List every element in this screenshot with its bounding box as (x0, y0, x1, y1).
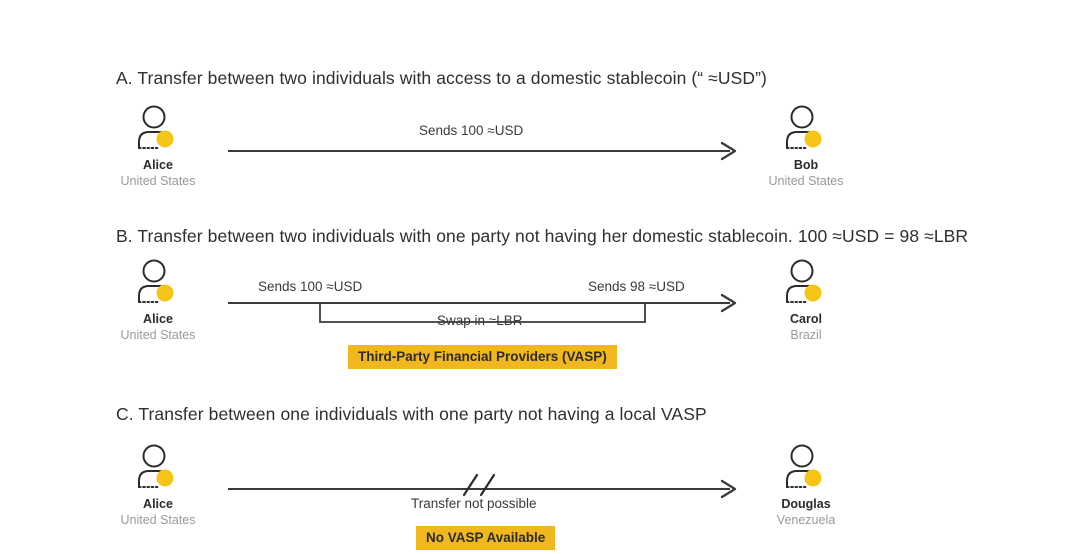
person-avatar-icon (130, 258, 186, 308)
actor-c-douglas: Douglas Venezuela (746, 443, 866, 528)
actor-place: Venezuela (776, 513, 836, 527)
actor-name: Bob (793, 158, 819, 172)
actor-place: United States (768, 174, 844, 188)
actor-place: United States (120, 174, 196, 188)
actor-a-alice: Alice United States (98, 104, 218, 189)
person-avatar-icon (778, 443, 834, 493)
person-avatar-icon (130, 443, 186, 493)
person-avatar-icon (778, 258, 834, 308)
actor-b-carol: Carol Brazil (746, 258, 866, 343)
no-vasp-badge: No VASP Available (416, 526, 556, 550)
section-c-arrow-caption: Transfer not possible (411, 496, 537, 511)
actor-name: Alice (143, 312, 173, 326)
section-b-caption-right: Sends 98 ≈USD (588, 279, 685, 294)
actor-place: United States (120, 513, 196, 527)
actor-c-alice: Alice United States (98, 443, 218, 528)
section-b-caption-left: Sends 100 ≈USD (258, 279, 363, 294)
section-a-heading: A. Transfer between two individuals with… (116, 68, 767, 88)
actor-a-bob: Bob United States (746, 104, 866, 189)
actor-place: Brazil (790, 328, 822, 342)
section-a-arrow (228, 141, 737, 161)
actor-name: Douglas (781, 497, 831, 511)
actor-place: United States (120, 328, 196, 342)
actor-b-alice: Alice United States (98, 258, 218, 343)
vasp-badge: Third-Party Financial Providers (VASP) (348, 345, 617, 369)
section-b-caption-swap: Swap in ≈LBR (430, 313, 530, 328)
person-avatar-icon (778, 104, 834, 154)
actor-name: Alice (143, 497, 173, 511)
person-avatar-icon (130, 104, 186, 154)
section-c-heading: C. Transfer between one individuals with… (116, 404, 707, 424)
section-a-arrow-caption: Sends 100 ≈USD (419, 123, 524, 138)
transfer-break-icon (462, 473, 496, 497)
section-b-heading: B. Transfer between two individuals with… (116, 226, 969, 246)
section-b-arrow (228, 293, 737, 313)
section-c-arrow (228, 479, 737, 499)
actor-name: Carol (790, 312, 822, 326)
actor-name: Alice (143, 158, 173, 172)
